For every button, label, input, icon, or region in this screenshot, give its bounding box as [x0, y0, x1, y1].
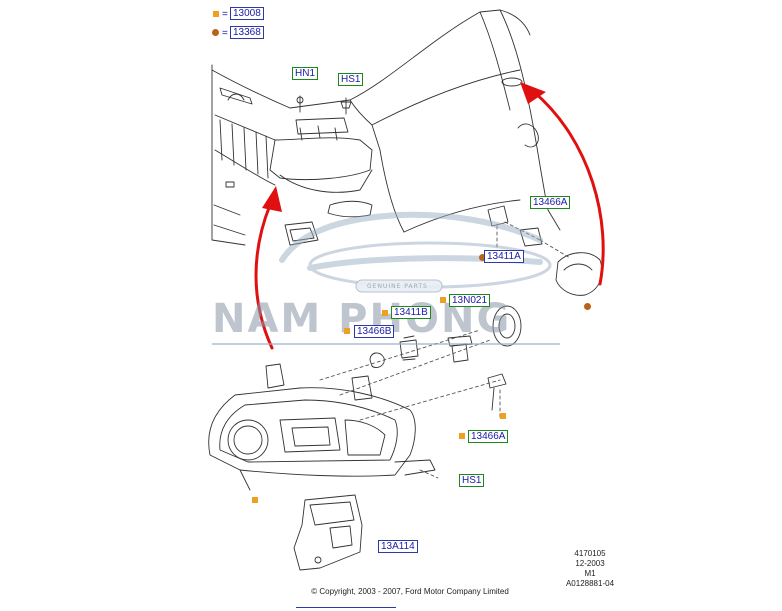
callout-hn1[interactable]: HN1 [292, 67, 319, 80]
top-fasteners-outline [296, 95, 352, 115]
leader-lines [319, 221, 571, 479]
bottom-rule [296, 607, 396, 608]
headlamp-assembly-outline [208, 363, 436, 491]
marker-square-13466a-bottom [459, 433, 465, 439]
marker-square-13411b [382, 310, 388, 316]
legend-equals-2: = [222, 28, 228, 39]
legend-part-13368[interactable]: 13368 [230, 26, 264, 39]
arrow-heads [262, 82, 546, 212]
callout-hs1-bottom[interactable]: HS1 [459, 474, 485, 487]
legend-square-icon [213, 11, 219, 17]
marker-square-13466b [344, 328, 350, 334]
arrow-right-to-fender-marker [532, 90, 605, 286]
legend-dot-icon [212, 29, 219, 36]
marker-dot-side-marker [584, 303, 591, 310]
red-arrows [254, 90, 605, 350]
marker-square-headlamp [252, 497, 258, 503]
legend-equals-1: = [222, 9, 228, 20]
fog-lamp-bezel-outline [284, 221, 319, 246]
callout-13466a-top[interactable]: 13466A [530, 196, 571, 209]
watermark-badge-text: GENUINE PARTS [367, 283, 428, 290]
legend-part-13008[interactable]: 13008 [230, 7, 264, 20]
headlamp-opening-outline [269, 117, 373, 193]
info-line-4: A0128881-04 [565, 579, 615, 588]
bracket-outline [293, 494, 363, 571]
marker-square-13n021 [440, 297, 446, 303]
drawing-info-block: 4170105 12-2003 M1 A0128881-04 [560, 549, 620, 589]
callout-13466a-bottom[interactable]: 13466A [468, 430, 509, 443]
hood-and-grille-outline [211, 64, 351, 246]
marker-square-right-marker [500, 413, 506, 419]
callout-13411a[interactable]: 13411A [484, 250, 524, 263]
callout-13n021[interactable]: 13N021 [449, 294, 491, 307]
fender-outline [349, 9, 561, 233]
callout-13411b[interactable]: 13411B [391, 306, 431, 319]
watermark-badge-frame [355, 279, 443, 293]
callout-hs1-top[interactable]: HS1 [338, 73, 364, 86]
callout-13466b[interactable]: 13466B [354, 325, 395, 338]
info-line-3: M1 [584, 569, 596, 578]
marker-dot-13411a [479, 254, 486, 261]
info-line-2: 12-2003 [575, 559, 605, 568]
info-line-1: 4170105 [574, 549, 606, 558]
callout-13a114[interactable]: 13A114 [378, 540, 418, 553]
arrow-left-to-headlamp-opening [254, 203, 274, 350]
side-marker-recess-outline [327, 200, 373, 218]
copyright-text: © Copyright, 2003 - 2007, Ford Motor Com… [311, 587, 509, 596]
